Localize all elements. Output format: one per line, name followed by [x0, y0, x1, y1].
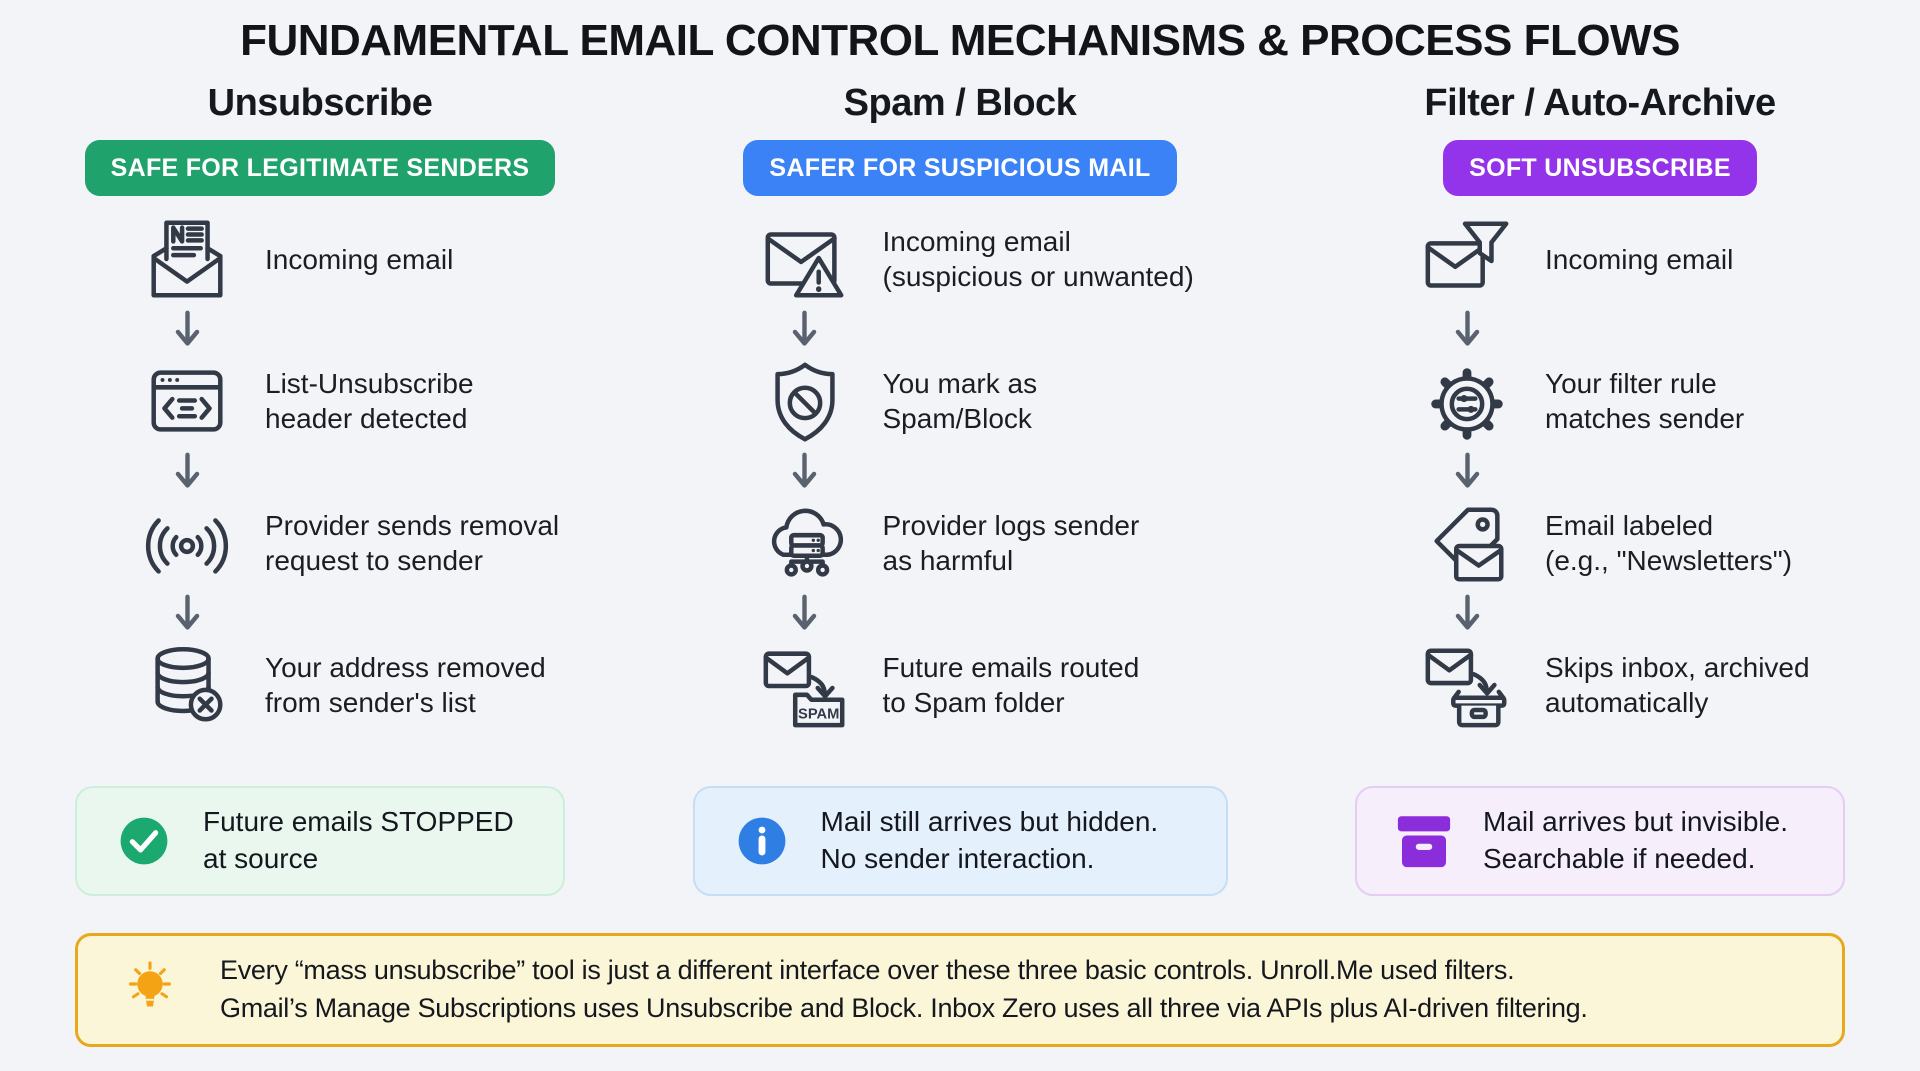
step-label: Your address removed from sender's list [265, 652, 546, 718]
result-box-unsubscribe: Future emails STOPPED at source [75, 786, 565, 896]
page-title: FUNDAMENTAL EMAIL CONTROL MECHANISMS & P… [240, 16, 1680, 65]
result-text: Mail still arrives but hidden. No sender… [820, 806, 1159, 874]
newsletter-email-icon [151, 220, 223, 298]
note-text: Every “mass unsubscribe” tool is just a … [220, 955, 1588, 1023]
column-filter-archive: Filter / Auto-Archive SOFT UNSUBSCRIBE I… [1355, 76, 1845, 896]
step-label: Your filter rule matches sender [1545, 368, 1745, 434]
list-unsubscribe-header-icon [151, 370, 223, 432]
column-header: Spam / Block [843, 82, 1077, 124]
arrow-down-icon [175, 310, 199, 346]
flow-step: Skips inbox, archived automatically [1355, 638, 1845, 734]
arrow-down-icon [1455, 310, 1479, 346]
mail-to-spam-folder-icon: SPAM [763, 651, 844, 728]
arrow-down-icon [175, 452, 199, 488]
flow-step: You mark as Spam/Block [693, 354, 1228, 450]
archive-box-icon [1397, 816, 1451, 868]
step-label: Provider logs sender as harmful [882, 510, 1140, 576]
columns-container: Unsubscribe SAFE FOR LEGITIMATE SENDERS [0, 76, 1920, 896]
result-text: Future emails STOPPED at source [203, 806, 514, 874]
status-badge: SOFT UNSUBSCRIBE [1443, 140, 1757, 196]
arrow-down-icon [1455, 452, 1479, 488]
database-remove-icon [155, 647, 223, 722]
step-label: Email labeled (e.g., "Newsletters") [1545, 510, 1793, 576]
flow-step: Incoming email [1355, 212, 1845, 308]
arrow-down-icon [1455, 594, 1479, 630]
step-label: You mark as Spam/Block [882, 368, 1038, 434]
step-label: Provider sends removal request to sender [265, 510, 560, 576]
flow-steps: Incoming email [1355, 212, 1845, 734]
flow-step: SPAM Future emails routed to Spam folder [693, 638, 1228, 734]
step-label: List-Unsubscribe header detected [265, 368, 474, 434]
arrow-down-icon [175, 594, 199, 630]
cloud-server-icon [771, 508, 843, 577]
flow-step: Incoming email [75, 212, 565, 308]
mail-warning-icon [765, 232, 843, 298]
step-label: Incoming email [265, 243, 454, 275]
info-circle-icon [738, 817, 785, 865]
flow-step: Incoming email (suspicious or unwanted) [693, 212, 1228, 308]
mail-to-archive-icon [1425, 648, 1507, 728]
check-circle-icon [120, 817, 168, 865]
lightbulb-icon [128, 961, 172, 1007]
filter-rule-gear-icon [1431, 368, 1503, 440]
flow-step: Your filter rule matches sender [1355, 354, 1845, 450]
flow-step: Email labeled (e.g., "Newsletters") [1355, 496, 1845, 592]
arrow-down-icon [792, 310, 817, 346]
flow-step: Provider sends removal request to sender [75, 496, 565, 592]
result-box-filter: Mail arrives but invisible. Searchable i… [1355, 786, 1845, 896]
step-label: Incoming email [1545, 243, 1734, 275]
arrow-down-icon [792, 452, 817, 488]
flow-step: List-Unsubscribe header detected [75, 354, 565, 450]
flow-step: Your address removed from sender's list [75, 638, 565, 734]
flow-steps: Incoming email (suspicious or unwanted) … [693, 212, 1228, 734]
result-box-spam: Mail still arrives but hidden. No sender… [692, 786, 1228, 896]
broadcast-request-icon [145, 518, 229, 574]
column-spam-block: Spam / Block SAFER FOR SUSPICIOUS MAIL [692, 76, 1228, 896]
step-label: Skips inbox, archived automatically [1545, 652, 1810, 718]
status-badge: SAFE FOR LEGITIMATE SENDERS [84, 140, 556, 196]
result-text: Mail arrives but invisible. Searchable i… [1483, 806, 1788, 874]
shield-block-icon [774, 362, 835, 442]
mail-filter-icon [1425, 221, 1509, 288]
column-unsubscribe: Unsubscribe SAFE FOR LEGITIMATE SENDERS [75, 76, 565, 896]
label-tag-icon [1434, 507, 1504, 582]
flow-steps: Incoming email [75, 212, 565, 734]
svg-text:SPAM: SPAM [798, 706, 839, 722]
step-label: Incoming email (suspicious or unwanted) [882, 226, 1194, 292]
insight-note: Every “mass unsubscribe” tool is just a … [75, 933, 1845, 1047]
flow-step: Provider logs sender as harmful [693, 496, 1228, 592]
column-header: Unsubscribe [207, 82, 433, 124]
arrow-down-icon [792, 594, 817, 630]
status-badge: SAFER FOR SUSPICIOUS MAIL [743, 140, 1177, 196]
column-header: Filter / Auto-Archive [1424, 82, 1776, 124]
step-label: Future emails routed to Spam folder [882, 652, 1140, 718]
